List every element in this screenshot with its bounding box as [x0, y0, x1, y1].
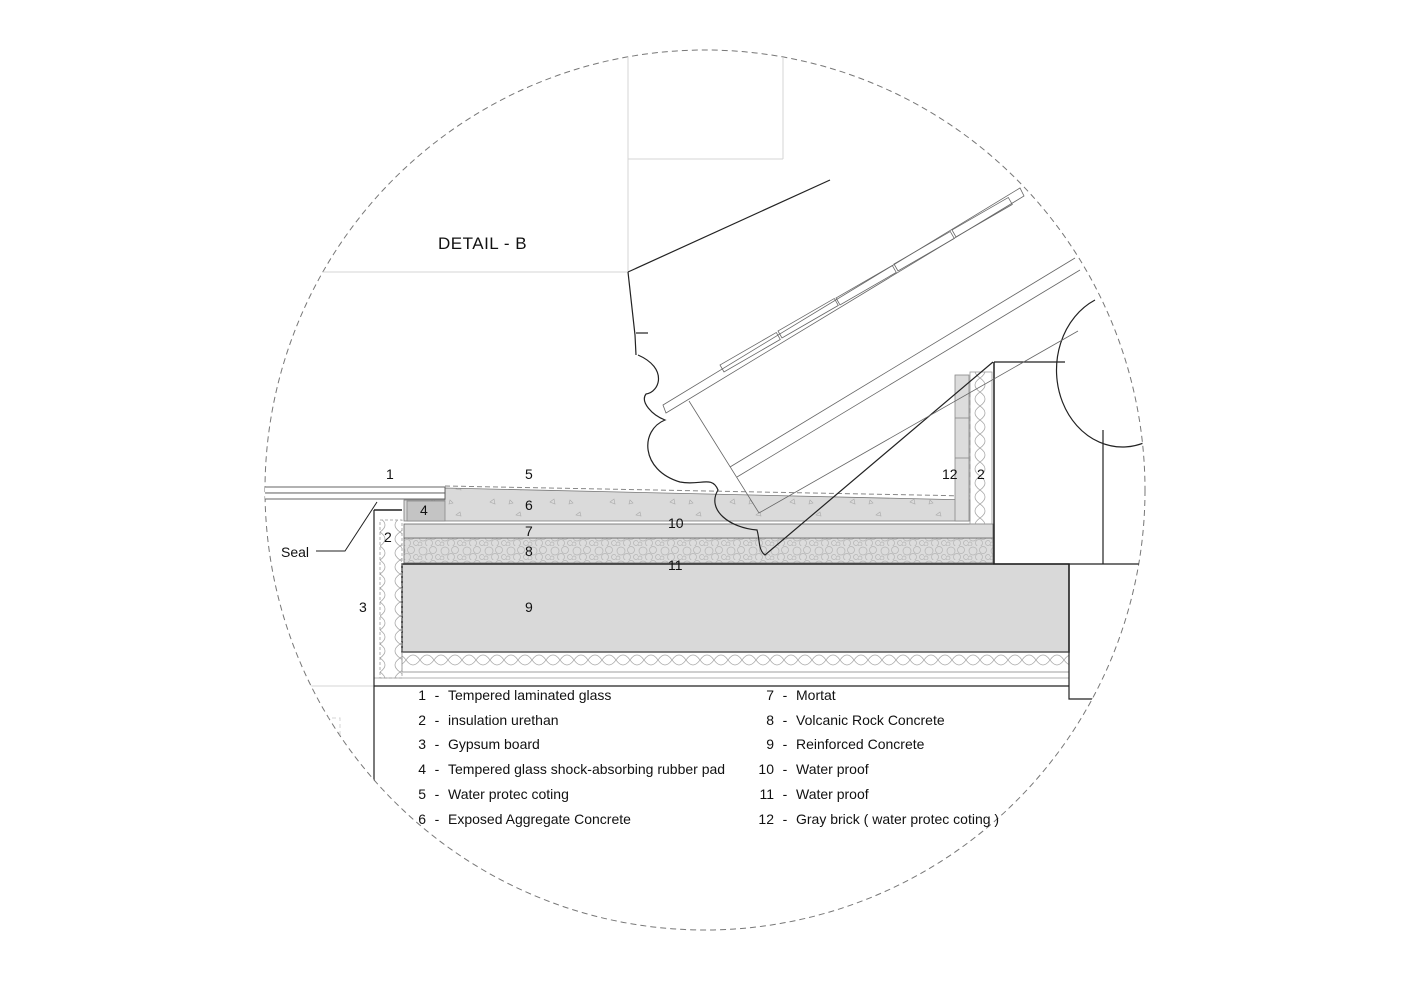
- detail-title: DETAIL - B: [438, 234, 528, 253]
- callout-3: 3: [359, 599, 367, 615]
- callout-2-right: 2: [977, 466, 985, 482]
- legend-item: 6-Exposed Aggregate Concrete: [418, 810, 631, 827]
- callout-5: 5: [525, 466, 533, 482]
- legend-item: 7-Mortat: [766, 687, 836, 703]
- legend-item: 9-Reinforced Concrete: [766, 736, 925, 753]
- callout-6: 6: [525, 497, 533, 513]
- legend-item: 11-Water proof: [759, 785, 869, 802]
- callout-2-left: 2: [384, 529, 392, 545]
- legend-item: 4-Tempered glass shock-absorbing rubber …: [418, 761, 726, 778]
- callout-9: 9: [525, 599, 533, 615]
- legend-item: 2-insulation urethan: [418, 711, 559, 728]
- callout-10: 10: [668, 515, 684, 531]
- callout-4: 4: [420, 502, 428, 518]
- callout-11: 11: [668, 557, 683, 573]
- legend-item: 8-Volcanic Rock Concrete: [766, 711, 945, 728]
- callout-8: 8: [525, 543, 533, 559]
- callout-1: 1: [386, 466, 394, 482]
- seal-label: Seal: [281, 544, 310, 560]
- callout-7: 7: [525, 523, 533, 539]
- legend-item: 5-Water protec coting: [418, 785, 569, 802]
- legend-item: 1-Tempered laminated glass: [418, 687, 612, 703]
- legend-right: 7-Mortat 8-Volcanic Rock Concrete 9-Rein…: [758, 683, 999, 831]
- legend-item: 12-Gray brick ( water protec coting ): [758, 810, 1000, 827]
- legend-item: 10-Water proof: [758, 761, 869, 778]
- callout-12: 12: [942, 466, 958, 482]
- legend-item: 3-Gypsum board: [418, 736, 540, 753]
- legend-left: 1-Tempered laminated glass 2-insulation …: [412, 683, 725, 831]
